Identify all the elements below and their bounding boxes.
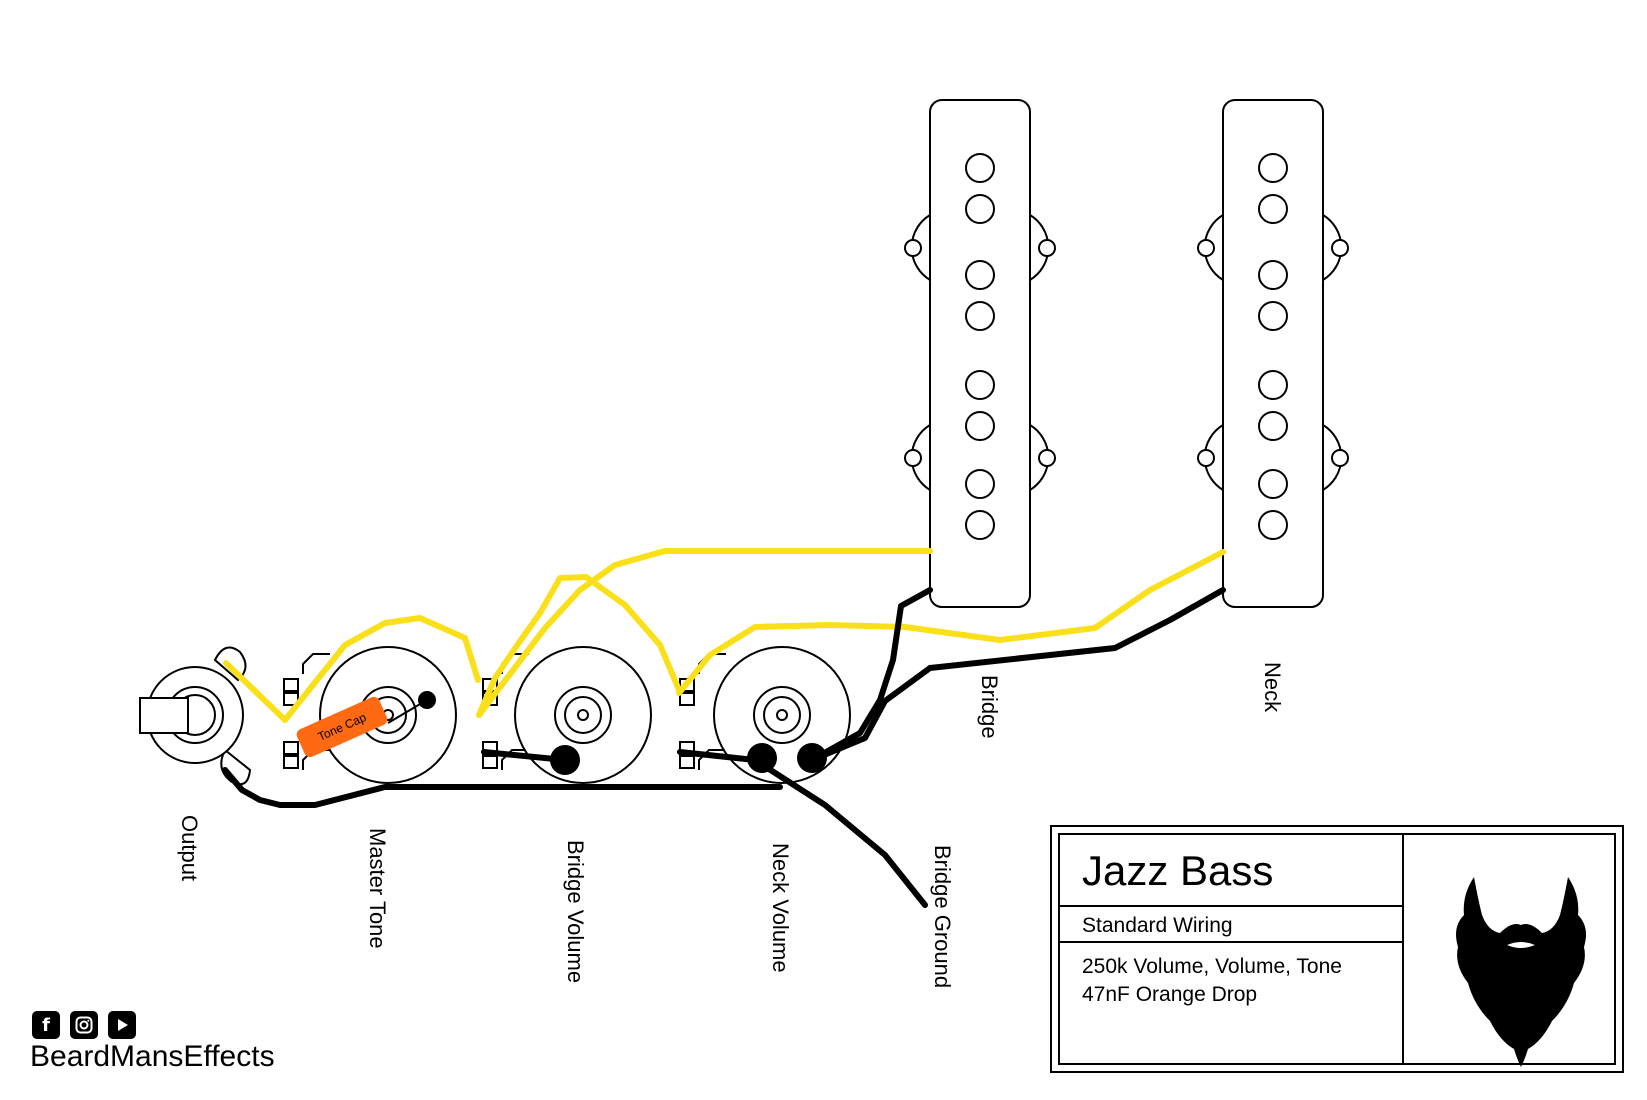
spec-line-pots: 250k Volume, Volume, Tone bbox=[1082, 955, 1342, 978]
neck-pickup bbox=[1197, 99, 1349, 608]
title-block-inner: Jazz Bass Standard Wiring 250k Volume, V… bbox=[1058, 833, 1616, 1067]
bridge-ground-label: Bridge Ground bbox=[930, 845, 955, 988]
output-label: Output bbox=[177, 815, 202, 881]
diagram-subtitle: Standard Wiring bbox=[1060, 909, 1402, 943]
youtube-icon[interactable] bbox=[108, 1011, 136, 1039]
diagram-specs: 250k Volume, Volume, Tone 47nF Orange Dr… bbox=[1082, 953, 1342, 1009]
bridge-volume-pot bbox=[482, 646, 652, 784]
master-tone-label: Master Tone bbox=[365, 828, 390, 949]
brand-name: BeardMansEffects bbox=[30, 1040, 275, 1073]
youtube-glyph bbox=[118, 1019, 128, 1031]
bridge-pickup-label: Bridge bbox=[977, 675, 1002, 739]
beard-logo bbox=[1404, 835, 1614, 1067]
social-links: f bbox=[32, 1011, 136, 1039]
neck-pickup-label: Neck bbox=[1260, 662, 1285, 713]
hot-wires bbox=[223, 548, 1226, 723]
instagram-icon[interactable] bbox=[70, 1011, 98, 1039]
title-block-info: Jazz Bass Standard Wiring 250k Volume, V… bbox=[1060, 835, 1404, 1063]
bridge-pickup bbox=[904, 99, 1056, 608]
beard-icon bbox=[1456, 877, 1586, 1067]
diagram-title: Jazz Bass bbox=[1060, 835, 1402, 907]
spec-line-cap: 47nF Orange Drop bbox=[1082, 983, 1258, 1006]
master-tone-pot bbox=[283, 646, 457, 784]
solder-joints bbox=[418, 691, 827, 775]
facebook-icon[interactable]: f bbox=[32, 1011, 60, 1039]
neck-volume-label: Neck Volume bbox=[768, 843, 793, 973]
bridge-volume-label: Bridge Volume bbox=[563, 840, 588, 983]
title-block: Jazz Bass Standard Wiring 250k Volume, V… bbox=[1050, 825, 1624, 1073]
instagram-glyph bbox=[75, 1016, 93, 1034]
ground-wires bbox=[222, 587, 1226, 908]
